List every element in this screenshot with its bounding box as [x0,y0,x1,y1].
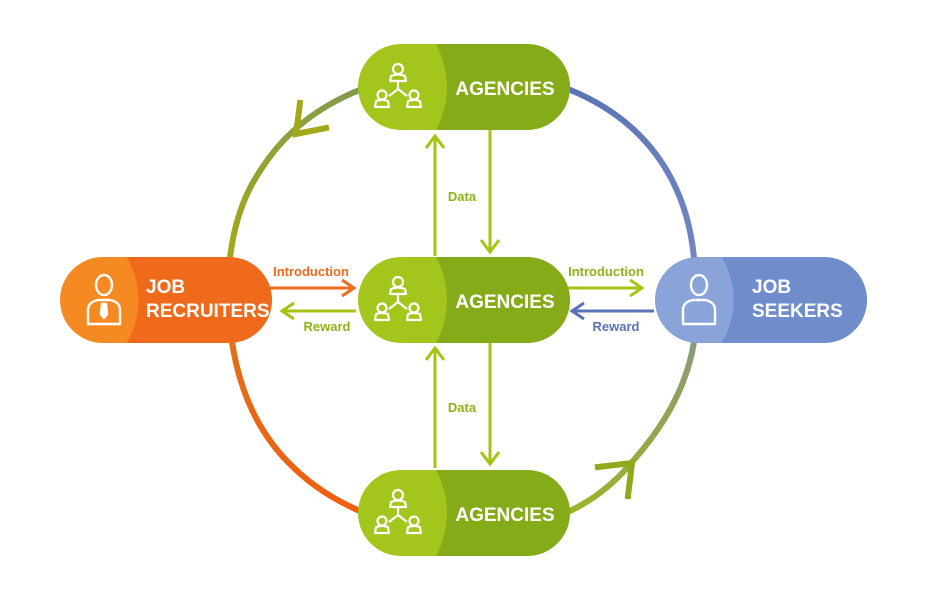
reward-label-left: Reward [304,319,351,334]
introduction-label-left: Introduction [273,264,349,279]
data-label-top: Data [448,189,477,204]
agencies-bottom-label: AGENCIES [455,505,554,526]
job-recruiters-label-line2: RECRUITERS [146,301,270,322]
arc-top-left [227,86,365,261]
ring-arrowhead-bottom-right [594,459,636,500]
introduction-label-right: Introduction [568,264,644,279]
reward-label-right: Reward [593,319,640,334]
agencies-top-label: AGENCIES [455,79,554,100]
recruiter-link [268,278,357,321]
people-network-icon [373,275,423,322]
agencies-node-bottom[interactable]: AGENCIES [358,470,570,556]
recruiter-person-icon [86,273,122,326]
data-link-bottom [424,342,501,468]
people-network-icon [373,488,423,535]
ring-arrowhead-top-left [292,99,330,138]
job-recruiters-label-line1: JOB [146,277,185,298]
job-seekers-label-line1: JOB [752,277,791,298]
arc-bottom-left [229,339,365,515]
people-network-icon [373,62,423,109]
seeker-person-icon [681,273,717,326]
seeker-link [568,278,654,321]
agencies-node-top[interactable]: AGENCIES [358,44,570,130]
agencies-node-center[interactable]: AGENCIES [358,257,570,343]
job-seekers-label-line2: SEEKERS [752,301,843,322]
job-recruiters-node[interactable]: JOB RECRUITERS [60,257,272,343]
data-label-bottom: Data [448,400,477,415]
job-seekers-node[interactable]: JOB SEEKERS [655,257,867,343]
arc-top-right [565,86,697,261]
agencies-center-label: AGENCIES [455,292,554,313]
data-link-top [424,130,501,256]
